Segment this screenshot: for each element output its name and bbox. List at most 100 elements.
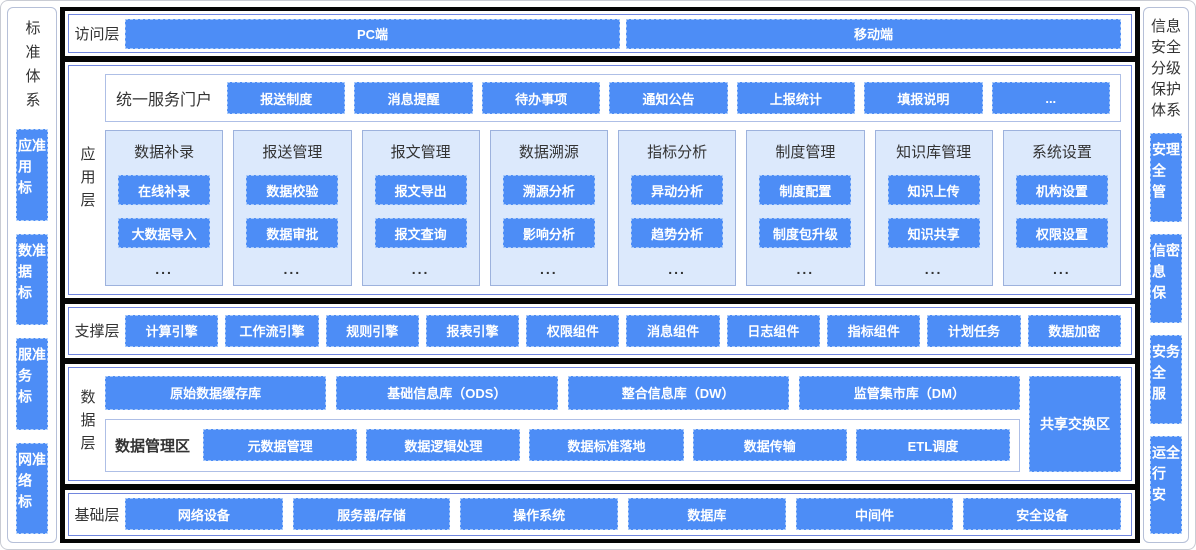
module-title: 数据补录 [134, 144, 195, 162]
infra-item-os[interactable]: 操作系统 [460, 498, 619, 531]
module-title: 报文管理 [390, 144, 451, 162]
mgmt-item-data-transfer[interactable]: 数据传输 [692, 429, 847, 462]
module-item[interactable]: 大数据导入 [118, 218, 211, 249]
standard-item-application[interactable]: 应用标准 [16, 129, 48, 221]
module-item[interactable]: 权限设置 [1015, 218, 1108, 249]
support-item-permission-component[interactable]: 权限组件 [526, 314, 620, 347]
infrastructure-layer-label: 基础层 [74, 506, 120, 524]
portal-item-message-reminder[interactable]: 消息提醒 [354, 82, 473, 115]
module-system-settings: 系统设置 机构设置 权限设置 ... [1002, 130, 1121, 287]
security-sidebar: 信息安全分级保护体系 安全管理 信息保密 安全服务 运行安全 [1143, 7, 1189, 543]
module-item[interactable]: 制度配置 [759, 175, 852, 206]
infra-item-middleware[interactable]: 中间件 [795, 498, 954, 531]
store-raw-cache[interactable]: 原始数据缓存库 [105, 375, 327, 410]
standards-sidebar-title: 标准体系 [23, 20, 41, 116]
infra-item-database[interactable]: 数据库 [628, 498, 786, 531]
module-title: 报送管理 [262, 144, 323, 162]
support-layer-label: 支撑层 [74, 323, 120, 341]
mgmt-item-metadata[interactable]: 元数据管理 [203, 429, 358, 462]
infra-item-network-devices[interactable]: 网络设备 [125, 498, 283, 531]
module-item[interactable]: 报文导出 [374, 175, 467, 206]
main-layers-frame: 访问层 PC端 移动端 应用层 统一服务门户 报送制度 消息提醒 待办事项 通知… [60, 7, 1140, 543]
module-item[interactable]: 数据校验 [246, 175, 339, 206]
standards-sidebar: 标准体系 应用标准 数据标准 服务标准 网络标准 [7, 7, 57, 543]
module-title: 制度管理 [775, 144, 836, 162]
module-item[interactable]: 知识共享 [887, 218, 980, 249]
security-sidebar-title: 信息安全分级保护体系 [1150, 18, 1181, 119]
portal-item-more[interactable]: ... [991, 82, 1110, 115]
module-item[interactable]: 报文查询 [374, 218, 467, 249]
module-item[interactable]: 溯源分析 [502, 175, 595, 206]
portal-item-notice[interactable]: 通知公告 [609, 82, 728, 115]
portal-item-filling-guide[interactable]: 填报说明 [864, 82, 983, 115]
unified-service-portal-panel: 统一服务门户 报送制度 消息提醒 待办事项 通知公告 上报统计 填报说明 ... [105, 74, 1121, 123]
mgmt-item-logic-processing[interactable]: 数据逻辑处理 [366, 429, 521, 462]
module-item[interactable]: 知识上传 [887, 175, 980, 206]
data-management-label: 数据管理区 [115, 437, 191, 455]
access-layer-label: 访问层 [74, 26, 120, 44]
module-item[interactable]: 制度包升级 [759, 218, 852, 249]
data-layer-label: 数据层 [69, 368, 105, 480]
module-item[interactable]: 异动分析 [631, 175, 724, 206]
support-item-indicator-component[interactable]: 指标组件 [827, 314, 921, 347]
access-layer: 访问层 PC端 移动端 [68, 14, 1132, 54]
module-report-submission: 报送管理 数据校验 数据审批 ... [233, 130, 352, 287]
security-item-confidentiality[interactable]: 信息保密 [1150, 234, 1182, 323]
module-item[interactable]: 趋势分析 [631, 218, 724, 249]
standard-item-network[interactable]: 网络标准 [16, 442, 48, 534]
application-modules: 数据补录 在线补录 大数据导入 ... 报送管理 数据校验 数据审批 ... 报… [105, 130, 1121, 287]
module-item[interactable]: 机构设置 [1015, 175, 1108, 206]
support-item-workflow-engine[interactable]: 工作流引擎 [225, 314, 319, 347]
module-more: ... [668, 261, 686, 278]
module-data-lineage: 数据溯源 溯源分析 影响分析 ... [489, 130, 608, 287]
support-item-compute-engine[interactable]: 计算引擎 [125, 314, 219, 347]
mgmt-item-etl-scheduling[interactable]: ETL调度 [855, 429, 1011, 462]
security-item-operation[interactable]: 运行安全 [1150, 436, 1182, 534]
store-ods[interactable]: 基础信息库（ODS） [336, 375, 558, 410]
portal-label: 统一服务门户 [116, 92, 213, 110]
module-data-supplement: 数据补录 在线补录 大数据导入 ... [105, 130, 224, 287]
infra-item-security-devices[interactable]: 安全设备 [963, 498, 1122, 531]
support-item-rule-engine[interactable]: 规则引擎 [325, 314, 419, 347]
module-more: ... [924, 261, 943, 278]
standard-item-service[interactable]: 服务标准 [16, 338, 48, 430]
store-dw[interactable]: 整合信息库（DW） [567, 375, 789, 410]
store-dm[interactable]: 监管集市库（DM） [798, 375, 1020, 410]
support-item-message-component[interactable]: 消息组件 [626, 314, 720, 347]
support-layer: 支撑层 计算引擎 工作流引擎 规则引擎 报表引擎 权限组件 消息组件 日志组件 … [68, 307, 1132, 355]
security-item-services[interactable]: 安全服务 [1150, 335, 1182, 424]
module-title: 系统设置 [1031, 144, 1092, 162]
support-item-data-encryption[interactable]: 数据加密 [1027, 314, 1121, 347]
module-item[interactable]: 在线补录 [118, 175, 211, 206]
module-item[interactable]: 影响分析 [502, 218, 595, 249]
module-rule-management: 制度管理 制度配置 制度包升级 ... [746, 130, 865, 287]
module-more: ... [796, 261, 815, 278]
shared-exchange-zone[interactable]: 共享交换区 [1029, 375, 1121, 472]
module-message-management: 报文管理 报文导出 报文查询 ... [361, 130, 480, 287]
standard-item-data[interactable]: 数据标准 [16, 233, 48, 325]
security-item-management[interactable]: 安全管理 [1150, 133, 1182, 222]
application-layer: 应用层 统一服务门户 报送制度 消息提醒 待办事项 通知公告 上报统计 填报说明… [68, 65, 1132, 296]
data-layer: 数据层 原始数据缓存库 基础信息库（ODS） 整合信息库（DW） 监管集市库（D… [68, 366, 1132, 481]
support-item-report-engine[interactable]: 报表引擎 [425, 314, 520, 347]
support-item-log-component[interactable]: 日志组件 [726, 314, 821, 347]
support-item-scheduled-tasks[interactable]: 计划任务 [927, 314, 1021, 347]
access-item-pc[interactable]: PC端 [125, 18, 620, 49]
data-stores-row: 原始数据缓存库 基础信息库（ODS） 整合信息库（DW） 监管集市库（DM） [105, 375, 1020, 410]
portal-item-report-rules[interactable]: 报送制度 [227, 82, 346, 115]
module-indicator-analysis: 指标分析 异动分析 趋势分析 ... [618, 130, 737, 287]
infra-item-server-storage[interactable]: 服务器/存储 [292, 498, 451, 531]
mgmt-item-standard-landing[interactable]: 数据标准落地 [529, 429, 684, 462]
application-layer-label-text: 应用层 [78, 145, 96, 215]
portal-item-todo[interactable]: 待办事项 [481, 82, 601, 115]
module-more: ... [411, 261, 430, 278]
data-management-panel: 数据管理区 元数据管理 数据逻辑处理 数据标准落地 数据传输 ETL调度 [105, 418, 1020, 472]
module-more: ... [283, 261, 302, 278]
access-item-mobile[interactable]: 移动端 [626, 18, 1121, 49]
module-item[interactable]: 数据审批 [246, 218, 339, 249]
module-more: ... [1053, 261, 1071, 278]
portal-item-report-stats[interactable]: 上报统计 [736, 82, 856, 115]
data-layer-label-text: 数据层 [78, 389, 96, 459]
infrastructure-layer: 基础层 网络设备 服务器/存储 操作系统 数据库 中间件 安全设备 [68, 492, 1132, 536]
